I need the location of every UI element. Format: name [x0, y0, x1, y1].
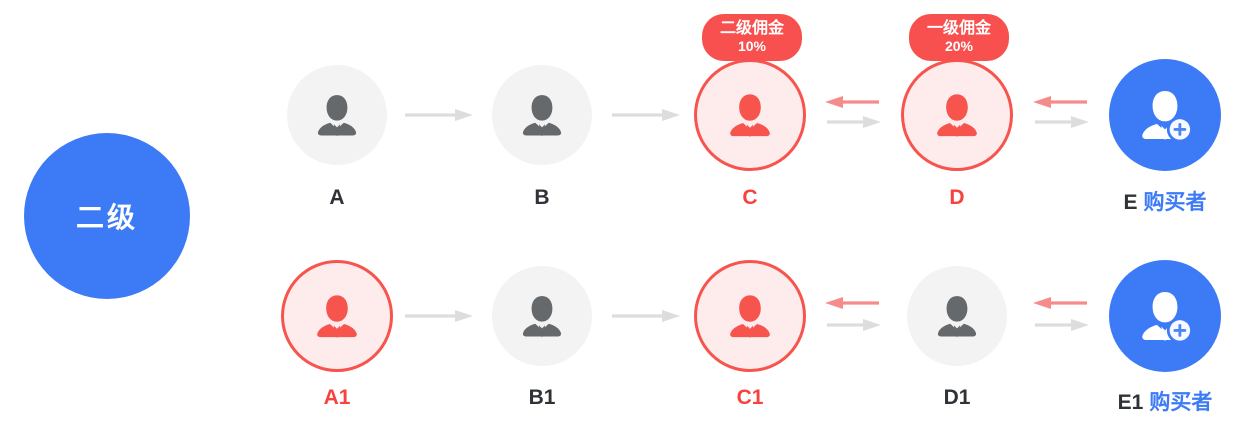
node-label-C1: C1 [736, 386, 764, 409]
badge-title: 一级佣金 [926, 20, 991, 37]
badge-title: 二级佣金 [719, 20, 784, 37]
node-D1 [907, 266, 1007, 366]
node-E [1109, 59, 1221, 171]
node-E1 [1109, 260, 1221, 372]
node-label-B: B [534, 186, 550, 209]
badge-value: 10% [737, 38, 767, 54]
arrow-right-icon [825, 318, 881, 332]
arrow-right-icon [403, 108, 475, 122]
arrow-right-icon [610, 309, 682, 323]
arrow-right-icon [1033, 318, 1089, 332]
node-label-A: A [329, 186, 345, 209]
person-icon [931, 292, 983, 344]
level-circle-label: 二级 [75, 202, 138, 233]
person-icon [516, 91, 568, 143]
arrow-right-icon [403, 309, 475, 323]
commission-badge-level2: 二级佣金 10% [702, 14, 802, 61]
buyer-tag: 购买者 [1149, 391, 1213, 414]
node-C [694, 59, 806, 171]
buyer-tag: 购买者 [1143, 191, 1207, 214]
arrow-right-icon [825, 115, 881, 129]
node-label-D1: D1 [943, 386, 971, 409]
person-icon [723, 291, 777, 345]
node-B1 [492, 266, 592, 366]
arrow-left-red-icon [825, 296, 881, 310]
person-icon [723, 90, 777, 144]
person-icon [930, 90, 984, 144]
person-icon [311, 91, 363, 143]
node-label-B1: B1 [528, 386, 556, 409]
commission-badge-level1: 一级佣金 20% [909, 14, 1009, 61]
node-label-D: D [949, 186, 965, 209]
arrow-right-icon [610, 108, 682, 122]
node-label-A1: A1 [323, 386, 351, 409]
arrow-left-red-icon [1033, 95, 1089, 109]
node-C1 [694, 260, 806, 372]
node-A [287, 65, 387, 165]
node-A1 [281, 260, 393, 372]
person-add-icon [1134, 287, 1196, 349]
arrow-right-icon [1033, 115, 1089, 129]
person-icon [516, 292, 568, 344]
person-icon [310, 291, 364, 345]
person-add-icon [1134, 86, 1196, 148]
level-circle: 二级 [24, 133, 190, 299]
node-label-C: C [742, 186, 758, 209]
arrow-left-red-icon [825, 95, 881, 109]
node-B [492, 65, 592, 165]
badge-value: 20% [944, 38, 974, 54]
node-D [901, 59, 1013, 171]
arrow-left-red-icon [1033, 296, 1089, 310]
